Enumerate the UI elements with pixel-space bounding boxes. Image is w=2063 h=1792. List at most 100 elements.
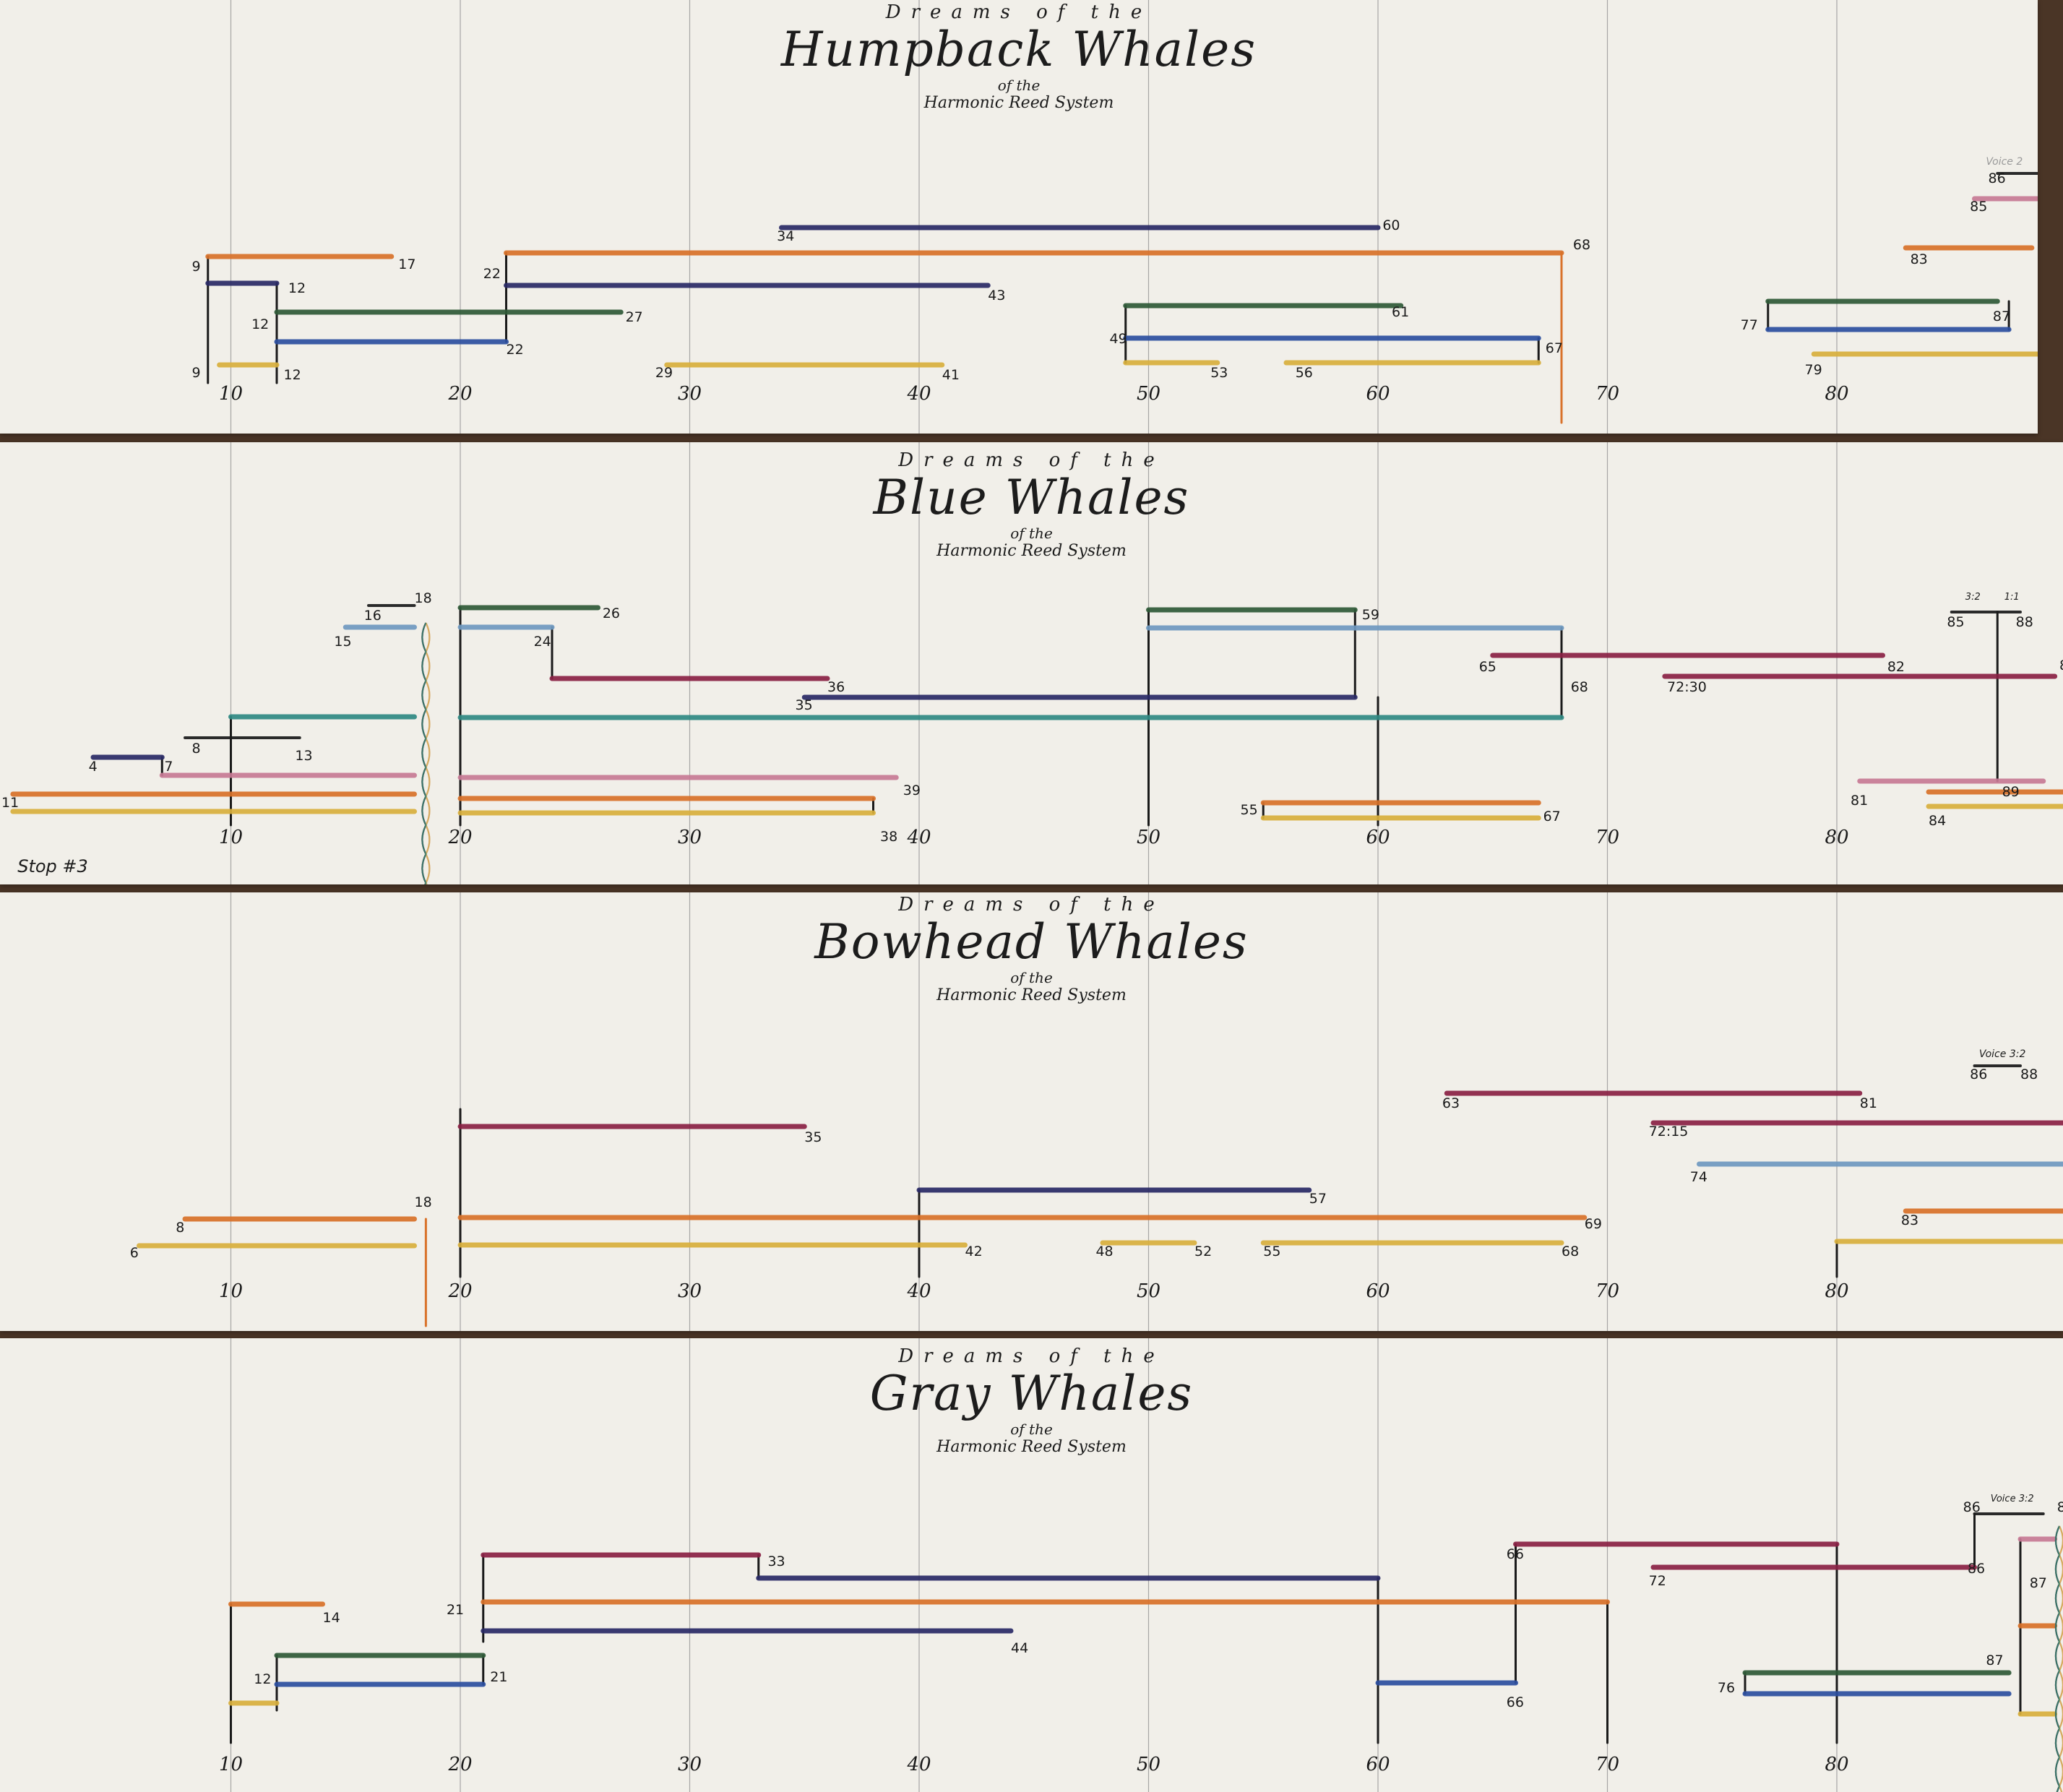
line-endpoint-label: 12 [288,280,306,296]
line-endpoint-label: 86 [1963,1499,1981,1515]
line-endpoint-label: 56 [1296,365,1313,381]
line-endpoint-label: 67 [1546,340,1563,356]
axis-tick-label: 50 [1137,1280,1160,1302]
line-endpoint-label: 63 [1442,1095,1460,1111]
annotation-note: Voice 3:2 [1979,1048,2026,1060]
line-endpoint-label: 88 [2057,1499,2063,1515]
axis-tick-label: 40 [906,1280,931,1302]
axis-tick-label: 50 [1137,827,1160,848]
line-endpoint-label: 9 [192,365,201,381]
axis-tick-label: 70 [1595,1754,1619,1775]
line-endpoint-label: 6 [130,1245,139,1261]
axis-tick-label: 60 [1366,383,1390,405]
line-endpoint-label: 11 [1,795,19,811]
line-endpoint-label: 72 [1649,1573,1666,1589]
line-endpoint-label: 74 [1690,1169,1707,1185]
axis-tick-label: 10 [219,383,243,405]
line-endpoint-label: 81 [1860,1095,1877,1111]
line-endpoint-label: 79 [1805,362,1822,378]
line-endpoint-label: 17 [398,257,415,272]
line-endpoint-label: 87 [1993,309,2010,324]
line-endpoint-label: 49 [1110,331,1127,347]
line-endpoint-label: 43 [988,288,1005,303]
line-endpoint-label: 42 [965,1244,983,1259]
line-endpoint-label: 24 [534,634,551,650]
annotation-note: Stop #3 [17,856,88,876]
line-endpoint-label: 72:30 [1667,679,1707,695]
line-endpoint-label: 18 [415,590,432,606]
axis-tick-label: 10 [219,1280,243,1302]
line-endpoint-label: 4 [89,759,98,775]
line-endpoint-label: 21 [447,1602,464,1618]
axis-tick-label: 30 [678,1754,702,1775]
line-endpoint-label: 60 [1382,217,1400,233]
line-endpoint-label: 21 [490,1669,507,1685]
line-endpoint-label: 84 [1929,813,1946,829]
axis-tick-label: 50 [1137,383,1160,405]
line-endpoint-label: 22 [483,266,501,282]
line-endpoint-label: 35 [804,1129,822,1145]
line-endpoint-label: 8 [176,1220,184,1236]
line-endpoint-label: 86 [1970,1067,1987,1082]
axis-tick-label: 80 [1825,1280,1848,1302]
axis-tick-label: 40 [906,1754,931,1775]
line-endpoint-label: 55 [1263,1244,1280,1259]
line-endpoint-label: 59 [1362,607,1379,623]
line-endpoint-label: 66 [1507,1694,1524,1710]
line-endpoint-label: 18 [415,1194,432,1210]
wavy-strand [2054,1525,2061,1792]
line-endpoint-label: 12 [254,1671,271,1687]
line-endpoint-label: 65 [1479,659,1496,675]
line-endpoint-label: 27 [626,309,643,325]
line-endpoint-label: 22 [507,342,524,358]
line-endpoint-label: 68 [1562,1244,1579,1259]
axis-tick-label: 60 [1366,1280,1390,1302]
line-endpoint-label: 35 [796,697,813,713]
line-endpoint-label: 68 [1573,237,1590,253]
line-endpoint-label: 12 [251,316,269,332]
axis-tick-label: 30 [678,1280,702,1302]
axis-tick-label: 70 [1595,1280,1619,1302]
annotation-note: 3:2 [1965,592,1981,603]
axis-tick-label: 10 [219,1754,243,1775]
line-endpoint-label: 89 [2002,784,2020,800]
line-endpoint-label: 66 [1507,1546,1524,1562]
axis-tick-label: 80 [1825,383,1848,405]
line-endpoint-label: 33 [767,1554,785,1569]
line-endpoint-label: 88 [2020,1067,2038,1082]
line-endpoint-label: 67 [1543,809,1561,824]
line-endpoint-label: 13 [295,748,312,764]
line-endpoint-label: 82 [1887,659,1905,675]
line-endpoint-label: 85 [1947,614,1964,630]
line-endpoint-label: 53 [1210,365,1228,381]
axis-tick-label: 70 [1595,383,1619,405]
annotation-note: Voice 3:2 [1991,1494,2034,1504]
axis-tick-label: 80 [1825,1754,1848,1775]
axis-tick-label: 30 [678,827,702,848]
axis-tick-label: 40 [906,827,931,848]
axis-tick-label: 80 [1825,827,1848,848]
line-endpoint-label: 38 [880,829,897,845]
annotation-note: Voice 2 [1986,156,2023,168]
line-endpoint-label: 83 [1901,1212,1918,1228]
line-endpoint-label: 57 [1309,1191,1327,1207]
line-endpoint-label: 7 [164,759,173,775]
line-endpoint-label: 36 [827,679,845,695]
axis-tick-label: 60 [1366,827,1390,848]
line-endpoint-label: 39 [903,783,921,798]
line-endpoint-label: 41 [942,367,960,383]
line-endpoint-label: 69 [1585,1216,1602,1232]
line-endpoint-label: 86 [1989,171,2006,186]
annotation-note: 1:1 [2004,592,2020,603]
line-endpoint-label: 87 [1986,1653,2003,1668]
wavy-strand [2058,1525,2063,1792]
line-endpoint-label: 61 [1392,304,1409,320]
line-endpoint-label: 14 [323,1610,340,1626]
axis-tick-label: 20 [447,1754,472,1775]
